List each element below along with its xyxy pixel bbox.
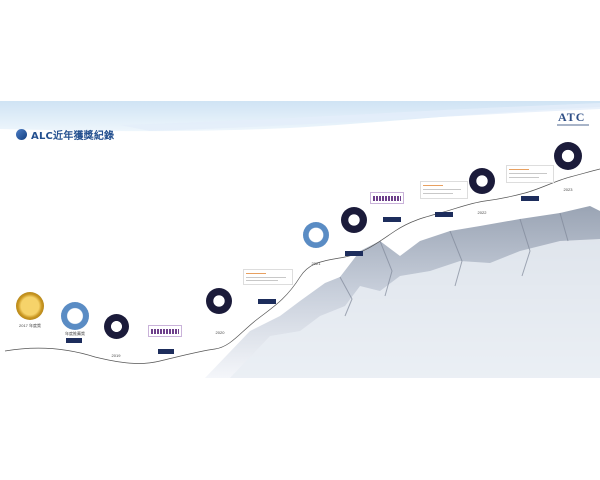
award-caption-2: 年度推薦獎 bbox=[65, 331, 85, 336]
award-caption-11: 2022 bbox=[477, 210, 487, 215]
title-area: ALC近年獲獎紀錄 bbox=[16, 127, 114, 142]
award-caption-1: 2017 年度獎 bbox=[18, 323, 42, 328]
award-caption-13: 2023 bbox=[563, 187, 573, 192]
purple-certificate-icon bbox=[148, 325, 182, 337]
ribbon-seal-icon bbox=[469, 168, 495, 194]
purple-certificate-icon bbox=[370, 192, 404, 204]
award-tag-6 bbox=[258, 299, 276, 304]
ribbon-seal-icon bbox=[554, 142, 582, 170]
award-tag-10 bbox=[435, 212, 453, 217]
gold-medal-icon bbox=[16, 292, 44, 320]
awards-slide: ALC近年獲獎紀錄 ATC 2017 年度獎 年度推薦獎 2019 2020 2… bbox=[0, 101, 600, 378]
award-tag-8 bbox=[345, 251, 363, 256]
award-caption-3: 2019 bbox=[111, 353, 121, 358]
company-logo: ATC bbox=[558, 110, 586, 124]
award-tag-12 bbox=[521, 196, 539, 201]
document-certificate-icon bbox=[506, 165, 554, 183]
ribbon-seal-icon bbox=[206, 288, 232, 314]
logo-underline bbox=[557, 124, 589, 126]
timeline-curve bbox=[4, 168, 600, 364]
page-title: ALC近年獲獎紀錄 bbox=[31, 131, 115, 142]
document-certificate-icon bbox=[243, 269, 293, 285]
sky-banner bbox=[0, 101, 600, 132]
award-caption-7: 2021 bbox=[311, 261, 321, 266]
award-caption-5: 2020 bbox=[215, 330, 225, 335]
ribbon-seal-icon bbox=[104, 314, 129, 339]
award-tag-2 bbox=[66, 338, 82, 343]
award-tag-4 bbox=[158, 349, 174, 354]
document-certificate-icon bbox=[420, 181, 468, 199]
blue-seal-icon bbox=[303, 222, 329, 248]
globe-icon bbox=[16, 129, 27, 140]
blue-seal-icon bbox=[61, 302, 89, 330]
background-illustration bbox=[0, 101, 600, 378]
ribbon-seal-icon bbox=[341, 207, 367, 233]
award-tag-9 bbox=[383, 217, 401, 222]
